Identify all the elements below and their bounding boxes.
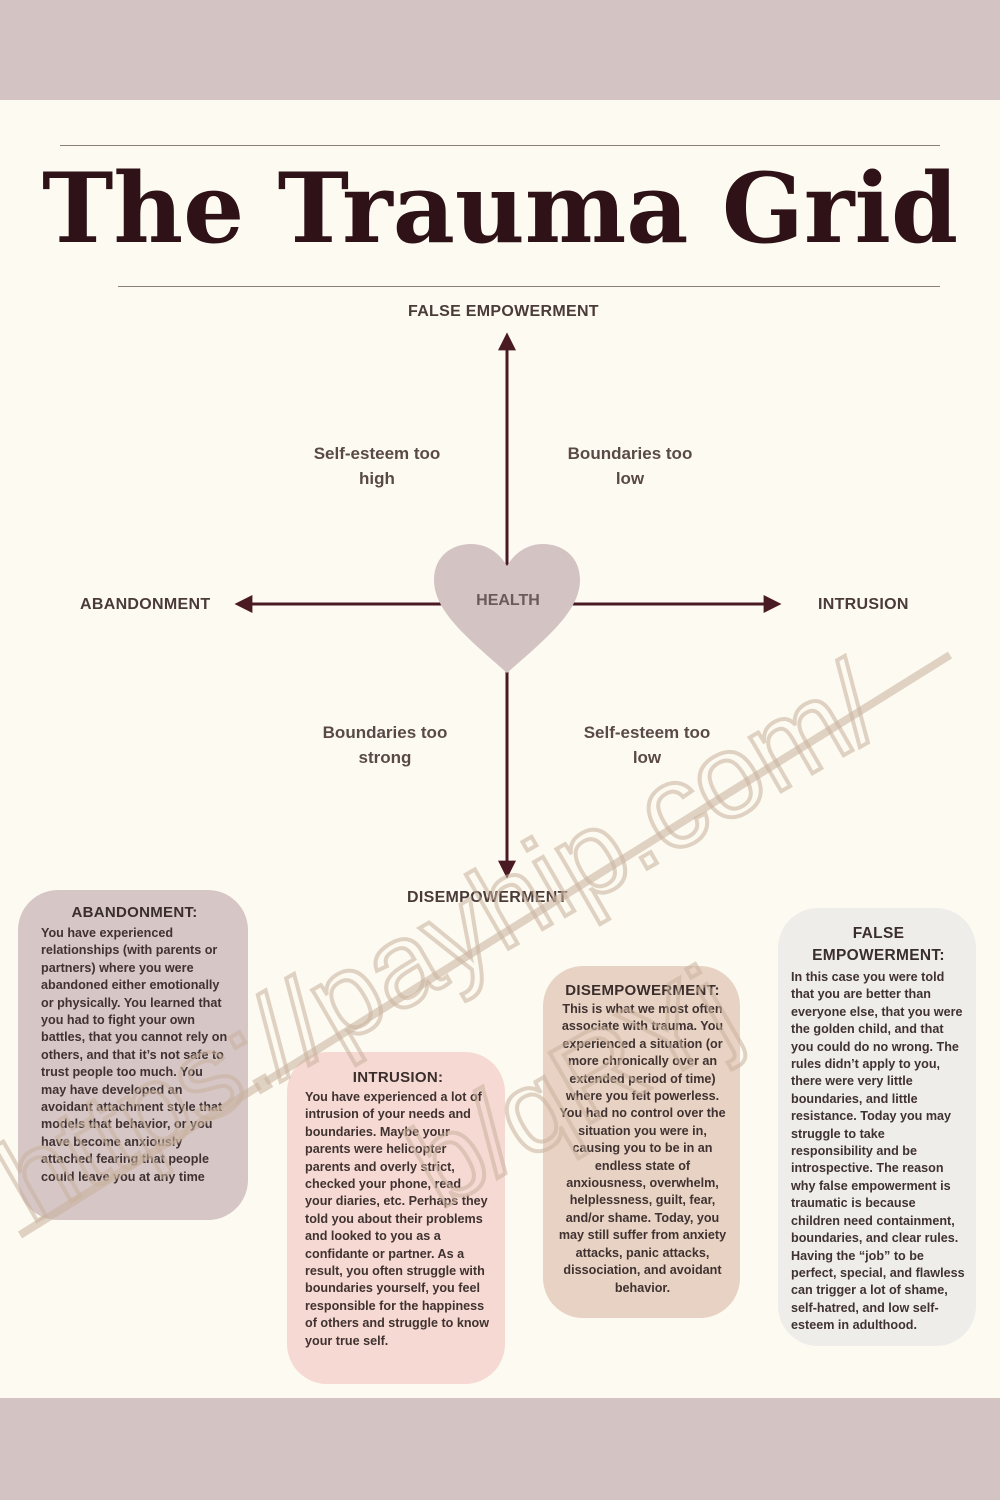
axis-label-right: INTRUSION — [818, 596, 909, 613]
axis-label-left: ABANDONMENT — [80, 596, 211, 613]
quadrant-top-left-line1: Self-esteem too — [313, 444, 441, 463]
card-abandonment: ABANDONMENT: You have experienced relati… — [18, 890, 248, 1220]
card-abandonment-body: You have experienced relationships (with… — [41, 926, 228, 1184]
card-intrusion: INTRUSION: You have experienced a lot of… — [287, 1052, 505, 1384]
quadrant-bottom-right-line1: Self-esteem too — [583, 723, 711, 742]
health-label: HEALTH — [476, 592, 540, 609]
card-false-empowerment-body: In this case you were told that you are … — [791, 970, 965, 1333]
card-disempowerment: DISEMPOWERMENT: This is what we most oft… — [543, 966, 740, 1318]
quadrant-top-left-line2: high — [359, 469, 395, 488]
title-rule-bottom — [118, 286, 940, 287]
quadrant-top-left: Self-esteem too high — [287, 441, 467, 491]
quadrant-bottom-right-line2: low — [632, 748, 662, 767]
axis-label-bottom: DISEMPOWERMENT — [407, 889, 568, 906]
quadrant-bottom-left-line2: strong — [358, 748, 412, 767]
card-intrusion-body: You have experienced a lot of intrusion … — [305, 1090, 490, 1348]
trauma-grid-axes — [234, 332, 782, 879]
card-disempowerment-heading: DISEMPOWERMENT: — [565, 982, 720, 999]
card-disempowerment-body: This is what we most often associate wit… — [558, 1002, 727, 1295]
title-rule-top — [60, 145, 940, 146]
axis-label-top: FALSE EMPOWERMENT — [408, 303, 599, 320]
quadrant-bottom-left-line1: Boundaries too — [322, 723, 448, 742]
card-false-empowerment-heading: FALSE EMPOWERMENT: — [791, 923, 966, 967]
bottom-band — [0, 1398, 1000, 1500]
quadrant-top-right-line2: low — [615, 469, 645, 488]
card-intrusion-heading: INTRUSION: — [352, 1069, 444, 1086]
heart-shape — [434, 544, 580, 673]
quadrant-top-right: Boundaries too low — [540, 441, 720, 491]
quadrant-top-right-line1: Boundaries too — [567, 444, 693, 463]
card-abandonment-heading: ABANDONMENT: — [71, 904, 198, 921]
card-false-empowerment: FALSE EMPOWERMENT: In this case you were… — [778, 908, 976, 1346]
quadrant-bottom-left: Boundaries too strong — [295, 720, 475, 770]
card-false-empowerment-heading-line1: FALSE — [852, 925, 905, 942]
page-title: The Trauma Grid — [41, 152, 959, 265]
quadrant-bottom-right: Self-esteem too low — [557, 720, 737, 770]
top-band — [0, 0, 1000, 100]
card-false-empowerment-heading-line2: EMPOWERMENT: — [812, 947, 945, 964]
